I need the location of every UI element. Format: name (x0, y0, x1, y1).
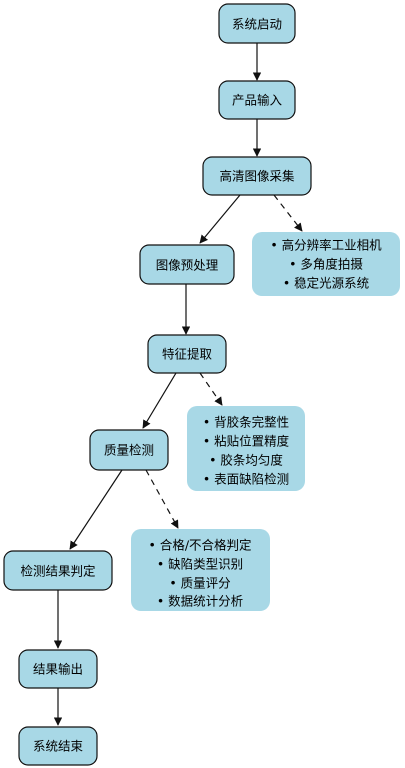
node-end-box (18, 726, 98, 766)
node-preprocess-label: 图像预处理 (156, 258, 219, 273)
note-judge-details-line-2: • 缺陷类型识别 (157, 557, 243, 572)
note-judge-details-line-3: • 质量评分 (169, 576, 230, 591)
edge-feature-to-quality (142, 372, 177, 429)
node-output-box (18, 649, 98, 689)
note-capture-details-line-1: • 高分辨率工业相机 (270, 238, 382, 253)
node-start: 系统启动 (218, 3, 296, 44)
node-input: 产品输入 (218, 80, 296, 120)
node-feature-box (147, 334, 227, 374)
edge-capture-to-capture-details (273, 194, 303, 232)
node-start-label: 系统启动 (232, 17, 282, 32)
node-start-box (218, 3, 296, 44)
node-feature: 特征提取 (147, 334, 227, 374)
note-capture-details-line-3: • 稳定光源系统 (283, 276, 369, 291)
edge-capture-to-preprocess (199, 194, 241, 244)
node-quality-label: 质量检测 (104, 443, 154, 458)
node-input-box (218, 80, 296, 120)
note-judge-details-line-1: • 合格/不合格判定 (148, 538, 251, 553)
note-judge-details-line-4: • 数据统计分析 (157, 594, 243, 609)
note-judge-details: • 合格/不合格判定 • 缺陷类型识别 • 质量评分 • 数据统计分析 (131, 529, 270, 611)
edge-feature-to-feature-details (199, 372, 223, 406)
node-end: 系统结束 (18, 726, 98, 766)
note-feature-details-line-4: • 表面缺陷检测 (203, 472, 289, 487)
node-judge-label: 检测结果判定 (20, 564, 95, 579)
note-feature-details-line-2: • 粘贴位置精度 (203, 434, 290, 449)
note-feature-details: • 背胶条完整性 • 粘贴位置精度 • 胶条均匀度 • 表面缺陷检测 (187, 406, 305, 491)
note-capture-details-box (252, 232, 400, 296)
note-capture-details-line-2: • 多角度拍摄 (289, 257, 363, 272)
edges (53, 43, 303, 726)
edge-quality-to-judge-details (145, 469, 179, 529)
edge-quality-to-judge (69, 469, 123, 550)
node-quality-box (89, 429, 169, 471)
node-input-label: 产品输入 (232, 93, 283, 108)
note-feature-details-box (187, 406, 305, 491)
node-capture: 高清图像采集 (202, 156, 312, 196)
node-preprocess-box (139, 244, 235, 285)
node-output-label: 结果输出 (33, 662, 83, 677)
node-end-label: 系统结束 (33, 739, 84, 754)
note-feature-details-line-3: • 胶条均匀度 (209, 453, 283, 468)
note-judge-details-box (131, 529, 270, 611)
node-feature-label: 特征提取 (162, 347, 213, 362)
note-feature-details-line-1: • 背胶条完整性 (203, 415, 289, 430)
node-capture-box (202, 156, 312, 196)
node-preprocess: 图像预处理 (139, 244, 235, 285)
note-capture-details: • 高分辨率工业相机 • 多角度拍摄 • 稳定光源系统 (252, 232, 400, 296)
node-judge: 检测结果判定 (3, 550, 113, 591)
node-capture-label: 高清图像采集 (219, 169, 295, 184)
node-quality: 质量检测 (89, 429, 169, 471)
node-output: 结果输出 (18, 649, 98, 689)
node-judge-box (3, 550, 113, 591)
